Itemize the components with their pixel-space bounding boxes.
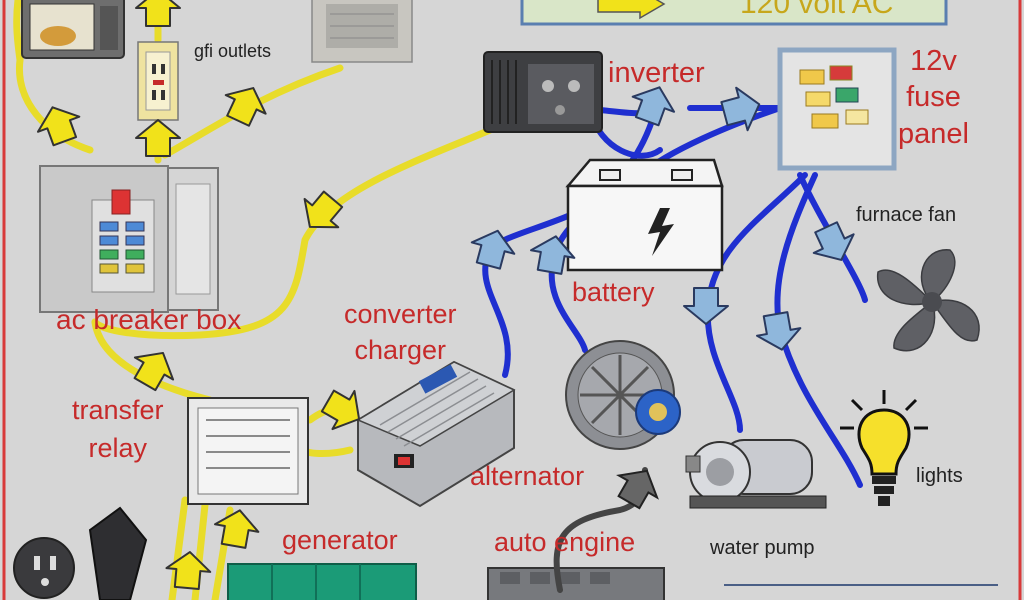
arrow-battery-1-icon — [470, 229, 516, 270]
arrow-converter-icon — [320, 389, 361, 431]
label-auto-engine: auto engine — [494, 527, 636, 557]
arrow-down-left-icon — [303, 190, 344, 229]
arrow-pump-icon — [683, 287, 729, 325]
arrow-up-icon — [135, 119, 181, 157]
arrow-transfer-up-icon — [133, 351, 175, 392]
arrow-lights-icon — [756, 311, 802, 351]
arrow-furnace-icon — [812, 221, 855, 261]
arrow-up-right-icon — [224, 87, 267, 127]
wire-microwave — [15, 56, 94, 154]
water-pump-icon — [685, 439, 827, 509]
arrow-battery-2-icon — [530, 235, 576, 275]
label-fuse-panel-line1: 12v — [910, 45, 957, 77]
engine-link — [553, 467, 659, 593]
gfi-outlet-icon — [137, 41, 179, 121]
ceiling-vent-icon — [311, 0, 413, 63]
arrow-top-icon — [135, 0, 181, 27]
furnace-fan-icon — [877, 249, 980, 352]
converter-charger-icon — [356, 360, 516, 508]
label-generator: generator — [282, 525, 398, 555]
lightbulb-icon — [840, 390, 928, 506]
wire-box-to-transfer — [91, 318, 214, 404]
label-converter-line1: converter — [344, 299, 457, 329]
label-water-pump: water pump — [710, 537, 815, 559]
microwave-icon — [21, 0, 125, 59]
banner-text: 120 volt AC — [740, 0, 894, 20]
wire-inverter-to-box — [91, 126, 494, 340]
label-converter-charger: converter charger — [344, 300, 457, 365]
shore-power-plug-icon — [13, 506, 148, 600]
label-fuse-panel-line2: fuse — [906, 81, 961, 114]
breaker-box-icon — [39, 165, 219, 313]
voltage-banner — [520, 0, 948, 26]
label-alternator: alternator — [470, 461, 585, 491]
arrow-gen-1-icon — [165, 551, 212, 590]
alternator-icon — [565, 340, 681, 450]
transfer-relay-icon — [187, 397, 309, 505]
label-fuse-panel-line3: panel — [898, 117, 969, 150]
arrow-inverter-icon — [631, 86, 676, 127]
inverter-icon — [483, 51, 603, 133]
label-inverter: inverter — [608, 57, 705, 89]
arrow-fuse-icon — [720, 86, 761, 132]
ac-arrows — [36, 0, 361, 590]
generator-icon — [227, 563, 417, 600]
label-transfer-relay: transfer relay — [72, 396, 164, 463]
arrow-up-left-icon — [36, 106, 81, 147]
label-gfi-outlets: gfi outlets — [194, 41, 272, 61]
label-transfer-line1: transfer — [72, 395, 164, 425]
label-ac-breaker-box: ac breaker box — [56, 304, 242, 335]
fuse-panel-icon — [777, 47, 897, 171]
dc-arrows — [470, 86, 855, 351]
arrow-engine-icon — [616, 469, 659, 510]
banner-arrow-icon — [597, 0, 666, 20]
label-fuse-panel: 12v fuse panel — [898, 45, 969, 150]
label-battery: battery — [572, 277, 655, 307]
battery-icon — [565, 158, 724, 272]
wire-microwave-top — [13, 0, 24, 64]
label-transfer-line2: relay — [88, 433, 148, 464]
label-lights: lights — [916, 465, 963, 487]
label-converter-line2: charger — [354, 335, 447, 366]
label-furnace-fan: furnace fan — [856, 204, 957, 226]
auto-engine-icon — [487, 567, 665, 600]
arrow-gen-2-icon — [214, 509, 260, 549]
